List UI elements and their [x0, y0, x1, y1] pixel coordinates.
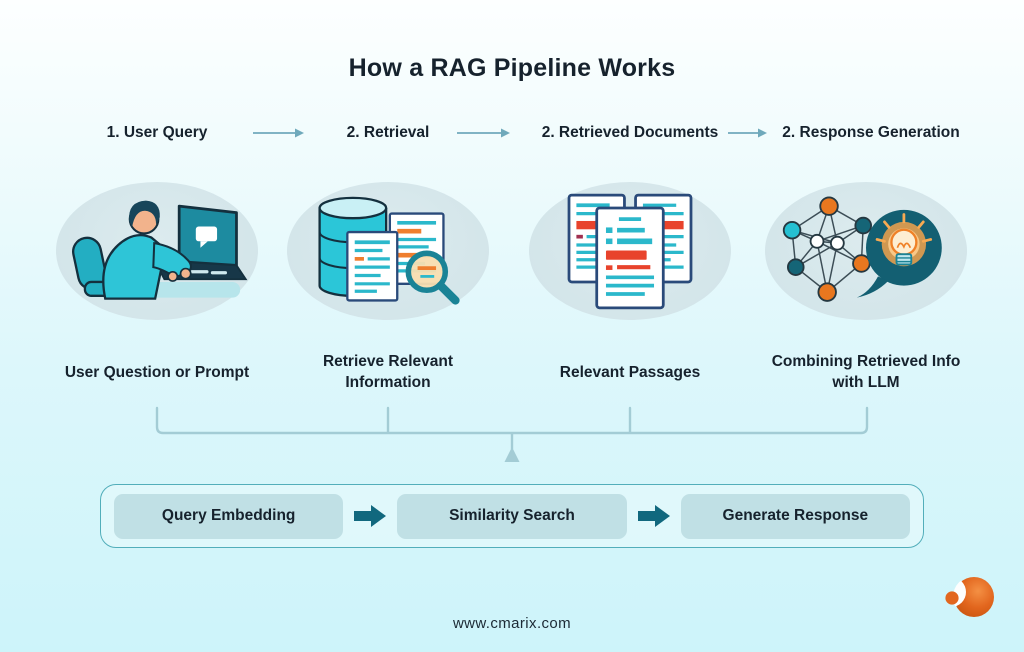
- right-arrow-icon: [728, 128, 767, 138]
- process-step-generate-response: Generate Response: [680, 493, 910, 539]
- stage-label-retrieval: 2. Retrieval: [346, 124, 430, 141]
- bracket-connector: [155, 406, 869, 462]
- caption-line: with LLM: [832, 374, 900, 391]
- stage-label-response-generation: 2. Response Generation: [782, 124, 960, 141]
- highlighted-documents-illustration: [567, 193, 693, 310]
- stage-label-user-query: 1. User Query: [106, 124, 208, 141]
- caption-line: Retrieve Relevant: [322, 353, 454, 370]
- cmarix-logo: [945, 577, 994, 617]
- caption-line: Relevant Passages: [559, 364, 701, 381]
- stage-caption-4: Combining Retrieved Info with LLM: [772, 351, 961, 393]
- stage-caption-1: User Question or Prompt: [65, 362, 249, 383]
- caption-line: Combining Retrieved Info: [771, 353, 961, 370]
- caption-line: User Question or Prompt: [64, 364, 250, 381]
- page-title: How a RAG Pipeline Works: [348, 54, 676, 82]
- process-box: Query Embedding Similarity Search Genera…: [100, 484, 924, 548]
- stage-caption-2: Retrieve Relevant Information: [323, 351, 453, 393]
- process-step-query-embedding: Query Embedding: [114, 493, 344, 539]
- person-typing-on-laptop-illustration: [72, 200, 248, 300]
- footer-website-url: www.cmarix.com: [452, 615, 572, 632]
- knowledge-graph-lightbulb-speech-bubble-illustration: [782, 196, 942, 302]
- process-step-similarity-search: Similarity Search: [397, 493, 627, 539]
- right-block-arrow-icon: [354, 505, 387, 527]
- stage-label-retrieved-documents: 2. Retrieved Documents: [541, 124, 719, 141]
- right-arrow-icon: [253, 128, 304, 138]
- stage-caption-3: Relevant Passages: [560, 362, 700, 383]
- right-arrow-icon: [457, 128, 510, 138]
- right-block-arrow-icon: [637, 505, 670, 527]
- database-documents-magnifier-illustration: [318, 196, 460, 305]
- caption-line: Information: [345, 374, 431, 391]
